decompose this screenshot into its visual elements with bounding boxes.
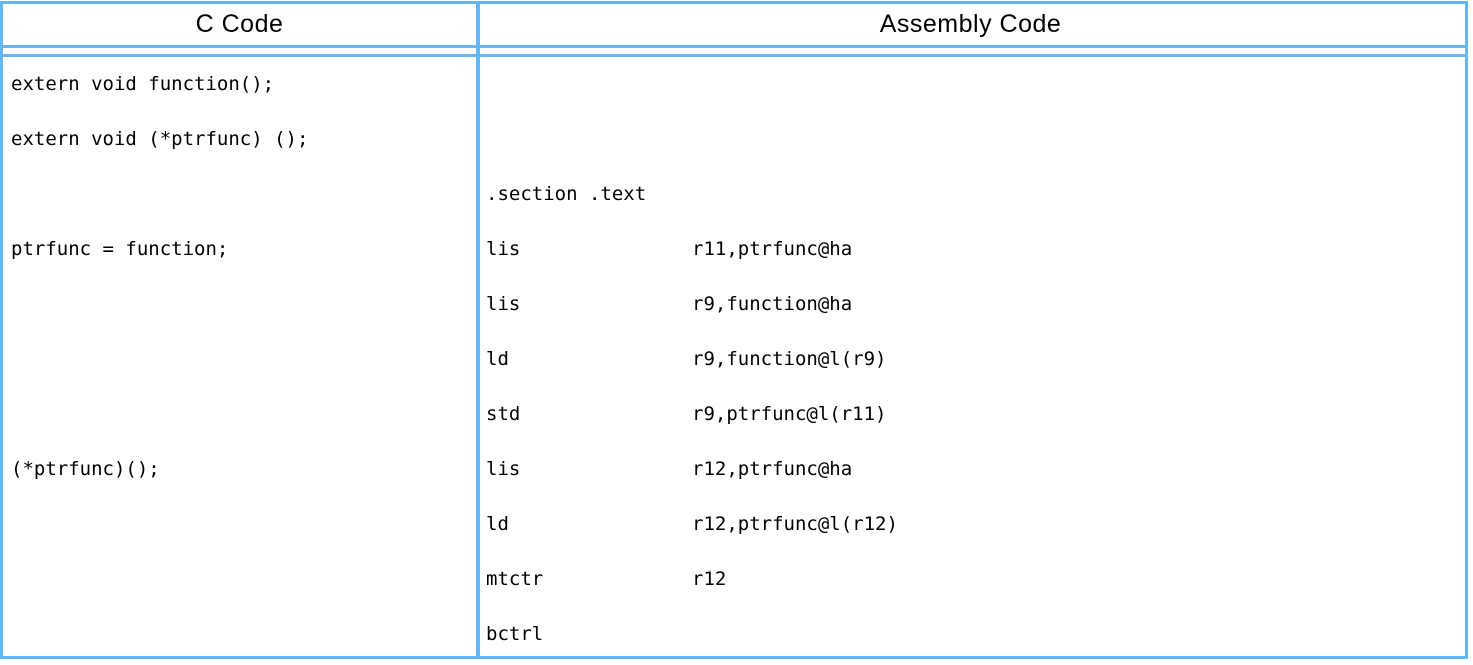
asm-operands: r9,function@l(r9) (692, 348, 887, 370)
c-code-line: extern void function(); (11, 73, 275, 95)
c-code-line (11, 607, 476, 656)
table-body: extern void function(); extern void (*pt… (3, 57, 1465, 656)
assembly-code-column: .section .text lis r11,ptrfunc@ha lis r9,f… (476, 57, 1465, 656)
asm-mnemonic: lis (486, 238, 521, 260)
asm-mnemonic: std (486, 403, 521, 425)
assembly-code-line (486, 112, 1465, 167)
c-code-line: ptrfunc = function; (11, 238, 229, 260)
c-code-line (11, 552, 476, 607)
assembly-code-line: .section .text (486, 167, 1465, 222)
assembly-code-line (486, 57, 1465, 112)
asm-operands: r12 (692, 568, 727, 590)
header-double-rule (3, 48, 1465, 57)
c-code-line (11, 387, 476, 442)
c-code-line: extern void (*ptrfunc) (); (11, 128, 309, 150)
asm-mnemonic: lis (486, 293, 521, 315)
asm-mnemonic: mtctr (486, 568, 544, 590)
c-code-line (11, 332, 476, 387)
asm-operands: r9,function@ha (692, 293, 853, 315)
asm-mnemonic: ld (486, 513, 509, 535)
c-code-column: extern void function(); extern void (*pt… (3, 57, 476, 656)
c-code-line: (*ptrfunc)(); (11, 458, 160, 480)
assembly-code-line: std r9,ptrfunc@l(r11) (486, 387, 1465, 442)
asm-mnemonic: .section .text (486, 183, 647, 205)
c-code-line (11, 277, 476, 332)
assembly-code-line: bctrl (486, 607, 1465, 656)
asm-mnemonic: ld (486, 348, 509, 370)
assembly-code-line: ld r12,ptrfunc@l(r12) (486, 497, 1465, 552)
assembly-code-column-header: Assembly Code (879, 10, 1062, 38)
assembly-code-line: ld r9,function@l(r9) (486, 332, 1465, 387)
asm-operands: r11,ptrfunc@ha (692, 238, 853, 260)
table-header-row: C Code Assembly Code (3, 4, 1465, 48)
asm-mnemonic: lis (486, 458, 521, 480)
asm-operands: r12,ptrfunc@l(r12) (692, 513, 898, 535)
asm-operands: r9,ptrfunc@l(r11) (692, 403, 887, 425)
assembly-code-line: lis r9,function@ha (486, 277, 1465, 332)
assembly-code-line: mtctr r12 (486, 552, 1465, 607)
assembly-code-line: lis r12,ptrfunc@ha (486, 442, 1465, 497)
c-code-column-header: C Code (195, 10, 284, 38)
asm-mnemonic: bctrl (486, 623, 544, 645)
c-code-line (11, 497, 476, 552)
asm-operands: r12,ptrfunc@ha (692, 458, 853, 480)
column-divider (476, 4, 480, 656)
c-code-line (11, 167, 476, 222)
assembly-code-line: lis r11,ptrfunc@ha (486, 222, 1465, 277)
